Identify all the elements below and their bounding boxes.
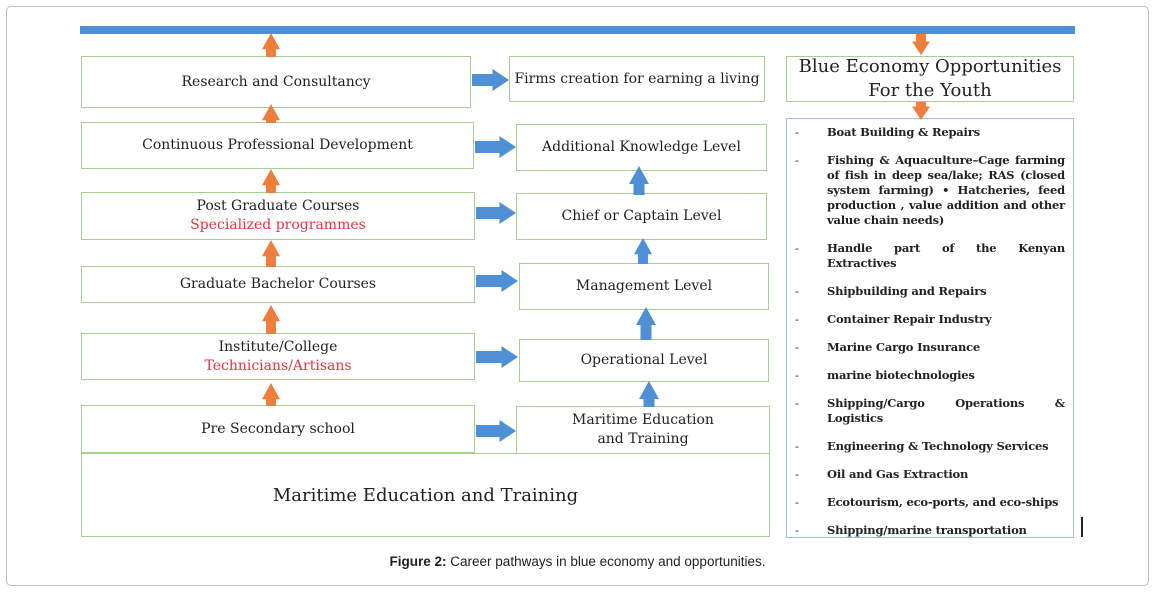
caption-text: Career pathways in blue economy and oppo…: [446, 554, 766, 569]
opportunity-item-text: marine biotechnologies: [827, 368, 975, 382]
opportunity-item-text: Container Repair Industry: [827, 312, 992, 326]
orange-up-arrow: [262, 240, 280, 267]
figure-caption: Figure 2: Career pathways in blue econom…: [0, 554, 1155, 569]
blue-right-arrow: [476, 270, 518, 292]
text-cursor: [1081, 517, 1083, 537]
opportunity-item-text: Engineering & Technology Services: [827, 439, 1049, 453]
bullet-dash: -: [795, 467, 799, 481]
opportunity-item: - Boat Building & Repairs: [795, 125, 1065, 140]
top-bar: [80, 26, 1075, 34]
maritime-base-label: Maritime Education and Training: [272, 484, 579, 506]
operational-label: Operational Level: [580, 352, 708, 368]
orange-down-arrow: [912, 102, 930, 120]
opportunity-item: - Shipbuilding and Repairs: [795, 284, 1065, 299]
firms-box: Firms creation for earning a living: [509, 56, 765, 102]
blue-right-arrow: [476, 420, 516, 442]
additional-label: Additional Knowledge Level: [542, 139, 741, 155]
pre-secondary-label: Pre Secondary school: [201, 420, 355, 437]
bullet-dash: -: [795, 523, 799, 537]
chief-label: Chief or Captain Level: [561, 208, 722, 224]
opportunity-item-text: Oil and Gas Extraction: [827, 467, 969, 481]
opportunity-item-text: Boat Building & Repairs: [827, 125, 980, 139]
cpd-box: Continuous Professional Development: [81, 122, 474, 169]
orange-up-arrow: [262, 383, 280, 406]
orange-up-arrow: [262, 33, 280, 57]
opportunity-item: - Marine Cargo Insurance: [795, 340, 1065, 355]
research-box: Research and Consultancy: [81, 56, 471, 108]
blue-up-arrow: [634, 238, 652, 264]
opportunity-item: - Oil and Gas Extraction: [795, 467, 1065, 482]
research-label: Research and Consultancy: [181, 73, 371, 90]
postgrad-sub-label: Specialized programmes: [190, 217, 366, 233]
figure-frame: [6, 6, 1149, 586]
opportunity-item-text: Ecotourism, eco-ports, and eco-ships: [827, 495, 1059, 509]
opportunity-item: - Handle part of the Kenyan Extractives: [795, 241, 1065, 271]
blue-up-arrow: [639, 381, 659, 407]
opportunity-item: - Engineering & Technology Services: [795, 439, 1065, 454]
blue-up-arrow: [636, 307, 656, 340]
graduate-box: Graduate Bachelor Courses: [81, 266, 475, 303]
opportunity-item-text: Handle part of the Kenyan Extractives: [827, 241, 1065, 270]
institute-box: Institute/College Technicians/Artisans: [81, 333, 475, 380]
blue-right-arrow: [476, 346, 518, 368]
opportunity-item-text: Fishing & Aquaculture–Cage farming of fi…: [827, 153, 1065, 227]
met-label-line1: Maritime Education: [572, 412, 714, 428]
opportunity-item: - Shipping/Cargo Operations & Logistics: [795, 396, 1065, 426]
opportunity-item-text: Shipping/marine transportation: [827, 523, 1027, 537]
bullet-dash: -: [795, 495, 799, 509]
additional-box: Additional Knowledge Level: [516, 124, 767, 171]
orange-up-arrow: [262, 104, 280, 123]
opportunity-item: - marine biotechnologies: [795, 368, 1065, 383]
bullet-dash: -: [795, 340, 799, 354]
bullet-dash: -: [795, 241, 799, 255]
postgrad-label: Post Graduate Courses: [196, 198, 360, 214]
blue-right-arrow: [472, 69, 509, 91]
graduate-label: Graduate Bachelor Courses: [179, 276, 377, 292]
firms-label: Firms creation for earning a living: [514, 70, 760, 87]
met-label-line2: and Training: [597, 431, 689, 447]
blue-right-arrow: [475, 136, 516, 158]
opportunities-list: - Boat Building & Repairs - Fishing & Aquac…: [786, 118, 1074, 538]
orange-down-arrow: [912, 34, 930, 55]
operational-box: Operational Level: [519, 339, 769, 382]
met-box: Maritime Education and Training: [516, 406, 770, 454]
blue-up-arrow: [629, 166, 649, 195]
bullet-dash: -: [795, 312, 799, 326]
institute-label: Institute/College: [218, 338, 338, 355]
blue-right-arrow: [476, 202, 516, 224]
postgrad-box: Post Graduate Courses Specialized progra…: [81, 192, 475, 240]
orange-up-arrow: [262, 169, 280, 193]
pre-secondary-box: Pre Secondary school: [81, 405, 475, 453]
caption-label: Figure 2:: [389, 554, 447, 569]
bullet-dash: -: [795, 125, 799, 139]
opportunity-item: - Ecotourism, eco-ports, and eco-ships: [795, 495, 1065, 510]
bullet-dash: -: [795, 153, 799, 167]
cpd-label: Continuous Professional Development: [142, 137, 413, 153]
opportunity-item-text: Shipbuilding and Repairs: [827, 284, 987, 298]
chief-box: Chief or Captain Level: [516, 193, 767, 240]
opportunity-item: - Fishing & Aquaculture–Cage farming of f…: [795, 153, 1065, 228]
bullet-dash: -: [795, 439, 799, 453]
opportunity-item-text: Marine Cargo Insurance: [827, 340, 981, 354]
institute-sub-label: Technicians/Artisans: [204, 357, 352, 374]
blue-economy-title-line1: Blue Economy Opportunities: [798, 56, 1062, 77]
opportunity-item: - Container Repair Industry: [795, 312, 1065, 327]
orange-up-arrow: [262, 305, 280, 334]
bullet-dash: -: [795, 396, 799, 410]
bullet-dash: -: [795, 284, 799, 298]
bullet-dash: -: [795, 368, 799, 382]
blue-economy-title-box: Blue Economy Opportunities For the Youth: [786, 56, 1074, 102]
opportunity-item-text: Shipping/Cargo Operations & Logistics: [827, 396, 1065, 425]
opportunity-item: - Shipping/marine transportation: [795, 523, 1065, 538]
maritime-base-box: Maritime Education and Training: [81, 453, 770, 537]
management-label: Management Level: [575, 278, 713, 294]
blue-economy-title-line2: For the Youth: [868, 80, 992, 101]
